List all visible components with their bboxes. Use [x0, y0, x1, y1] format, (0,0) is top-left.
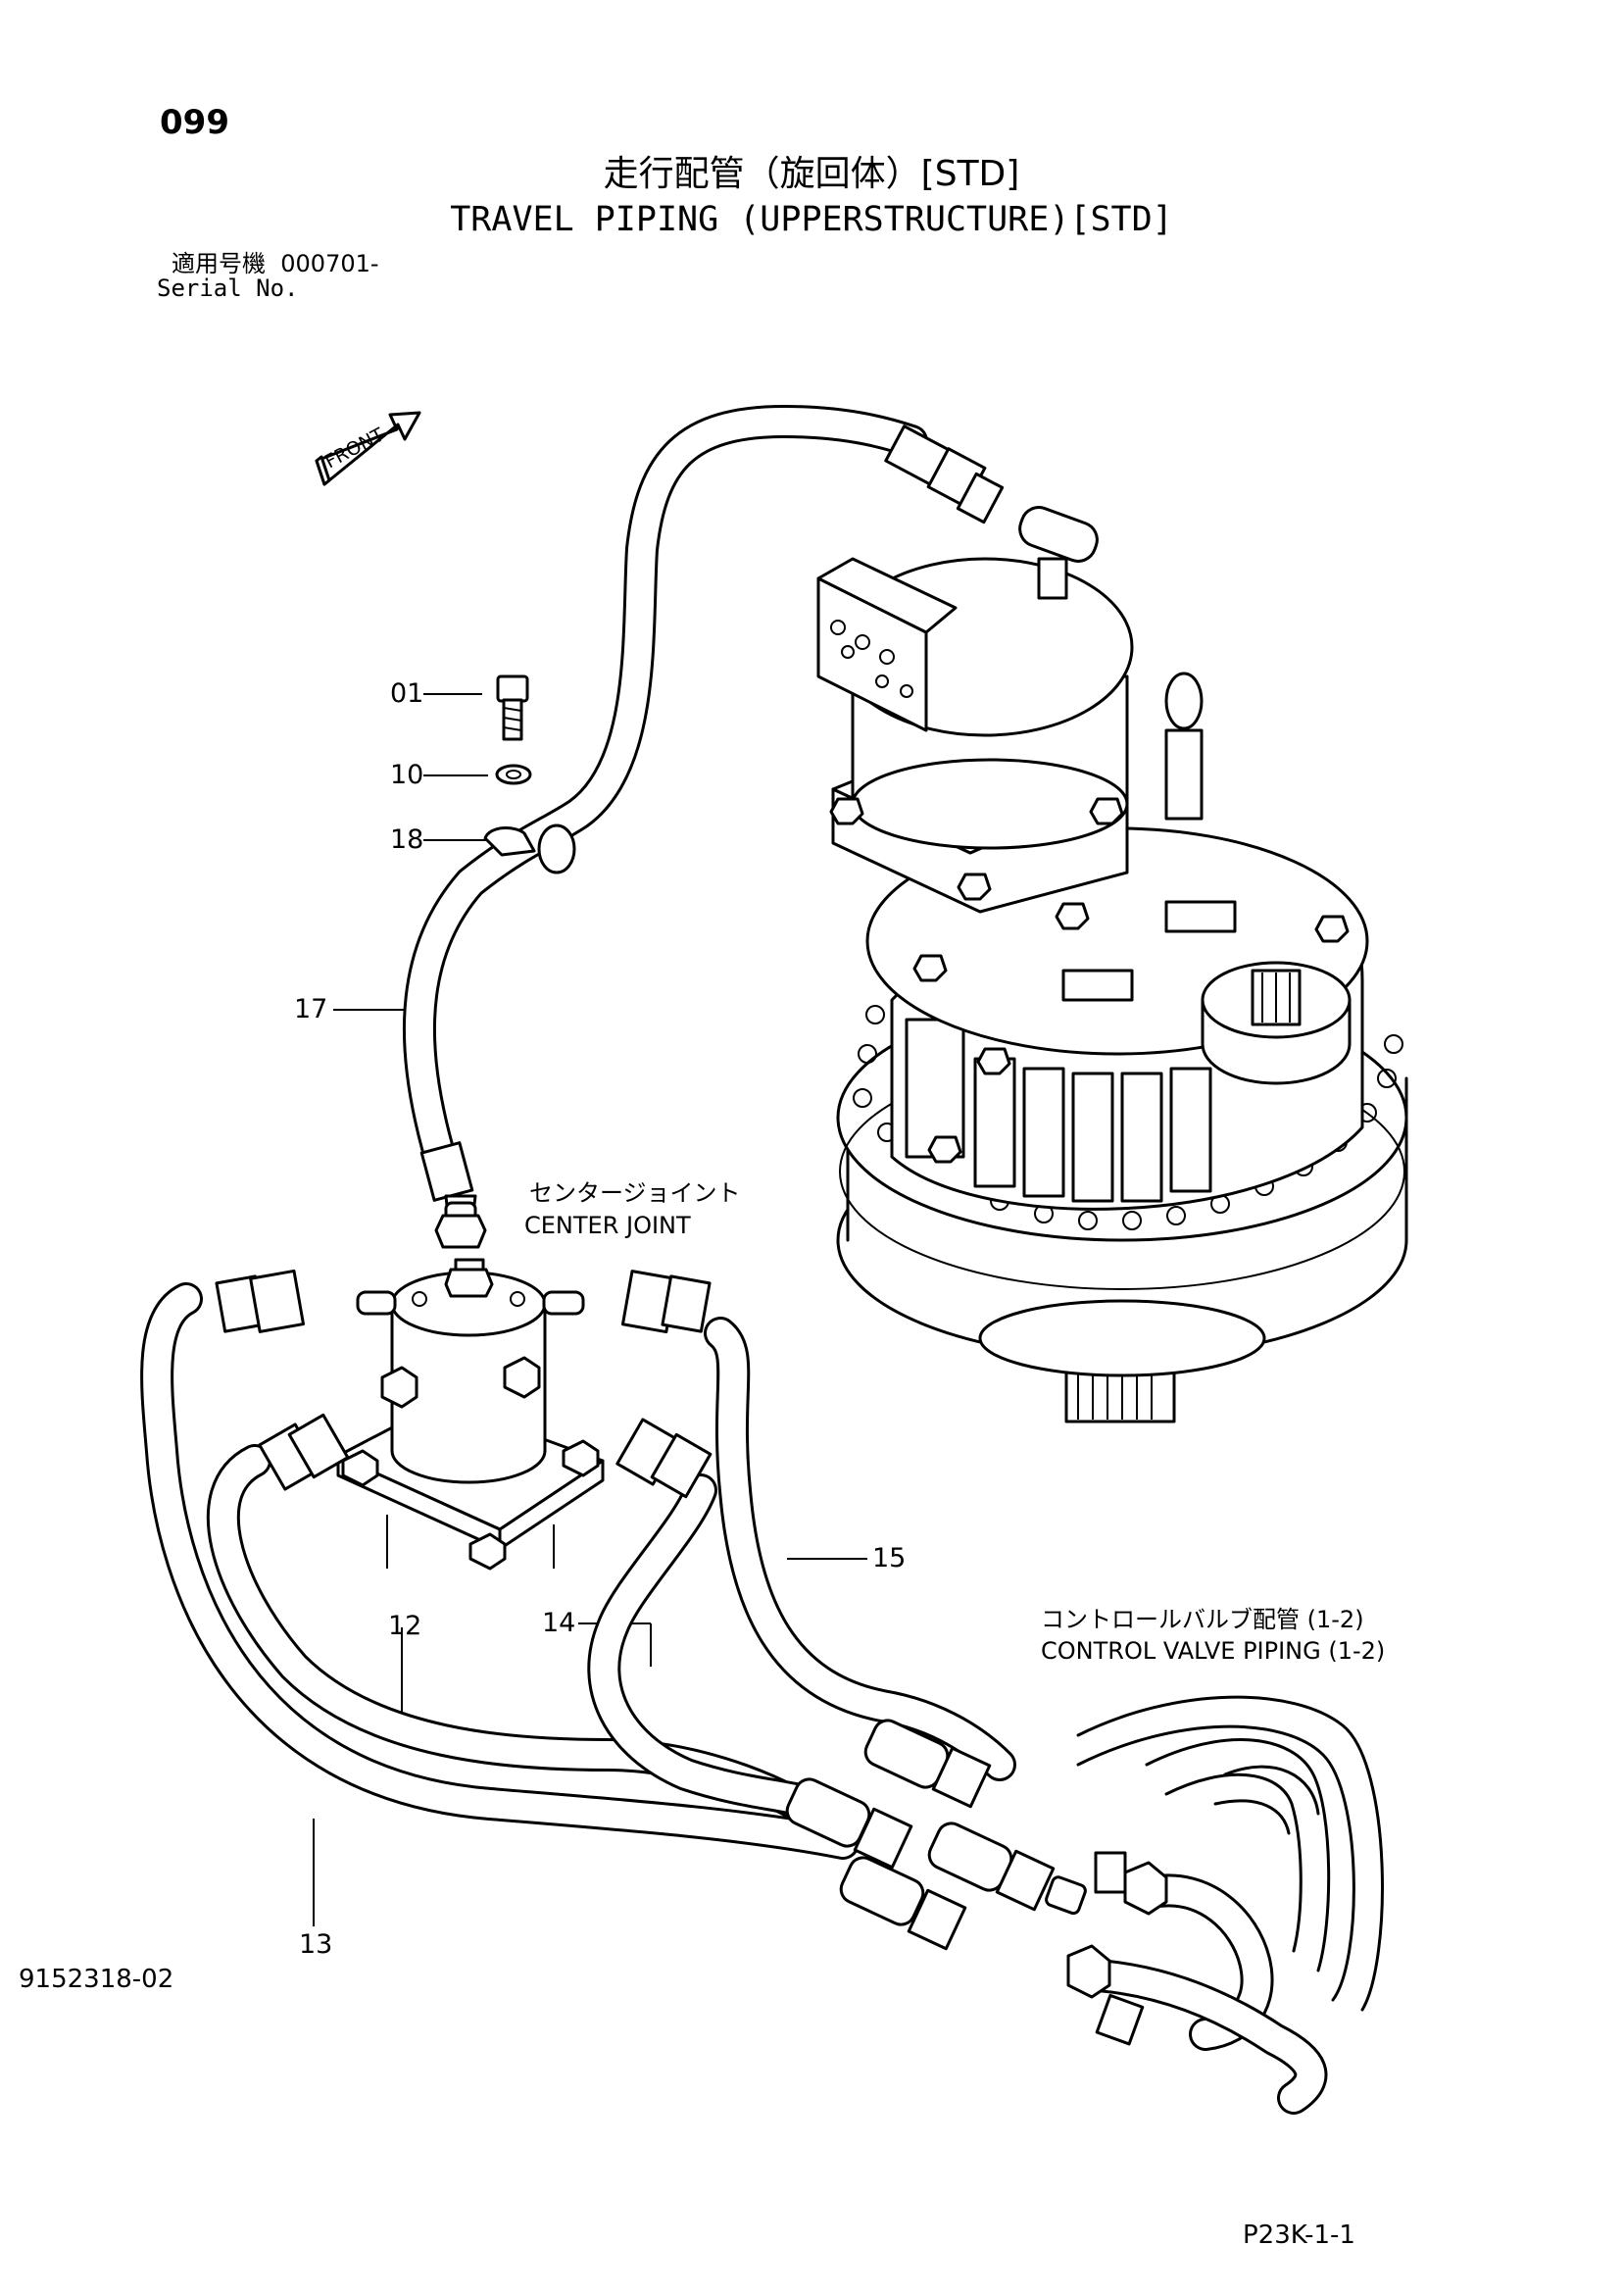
hose-17-bottom-fitting — [419, 1141, 487, 1249]
serial-value: 000701- — [280, 250, 379, 277]
page-number: 099 — [160, 103, 229, 142]
serial-label-english: Serial No. — [157, 275, 299, 302]
center-joint-label-english: CENTER JOINT — [524, 1212, 691, 1239]
part-label-17: 17 — [294, 994, 328, 1024]
part-label-10: 10 — [390, 760, 424, 790]
part-label-13: 13 — [299, 1929, 333, 1960]
serial-label-japanese: 適用号機 — [172, 250, 266, 277]
hose-17-top-fitting — [884, 424, 1005, 524]
hose-lower-fittings — [785, 1719, 1056, 1951]
page-title-english: TRAVEL PIPING (UPPERSTRUCTURE)[STD] — [450, 200, 1173, 239]
hose-17 — [402, 405, 928, 1193]
hose-upper-fittings — [215, 1269, 713, 1499]
leader-lines — [313, 693, 867, 1926]
sheet-code: P23K-1-1 — [1243, 2221, 1355, 2250]
part-label-18: 18 — [390, 824, 424, 855]
document-number: 9152318-02 — [19, 1965, 174, 1994]
clamp-assembly — [483, 674, 576, 874]
front-arrow-icon: FRONT — [315, 411, 421, 486]
part-label-12: 12 — [388, 1611, 422, 1641]
lower-hoses — [140, 1282, 1016, 1860]
part-label-01: 01 — [390, 678, 424, 709]
control-valve-piping — [1045, 1695, 1384, 2115]
page-title-japanese: 走行配管（旋回体）[STD] — [603, 154, 1020, 194]
center-joint — [336, 1258, 605, 1571]
serial-row-japanese: 適用号機 000701- — [172, 252, 379, 275]
center-joint-label-japanese: センタージョイント — [529, 1179, 741, 1207]
part-label-14: 14 — [542, 1608, 576, 1638]
control-valve-label-english: CONTROL VALVE PIPING (1-2) — [1041, 1637, 1386, 1665]
control-valve-label-japanese: コントロールバルブ配管 (1-2) — [1041, 1606, 1364, 1633]
travel-motor — [816, 506, 1408, 1423]
front-arrow-label: FRONT — [321, 424, 388, 473]
part-label-15: 15 — [872, 1543, 907, 1573]
